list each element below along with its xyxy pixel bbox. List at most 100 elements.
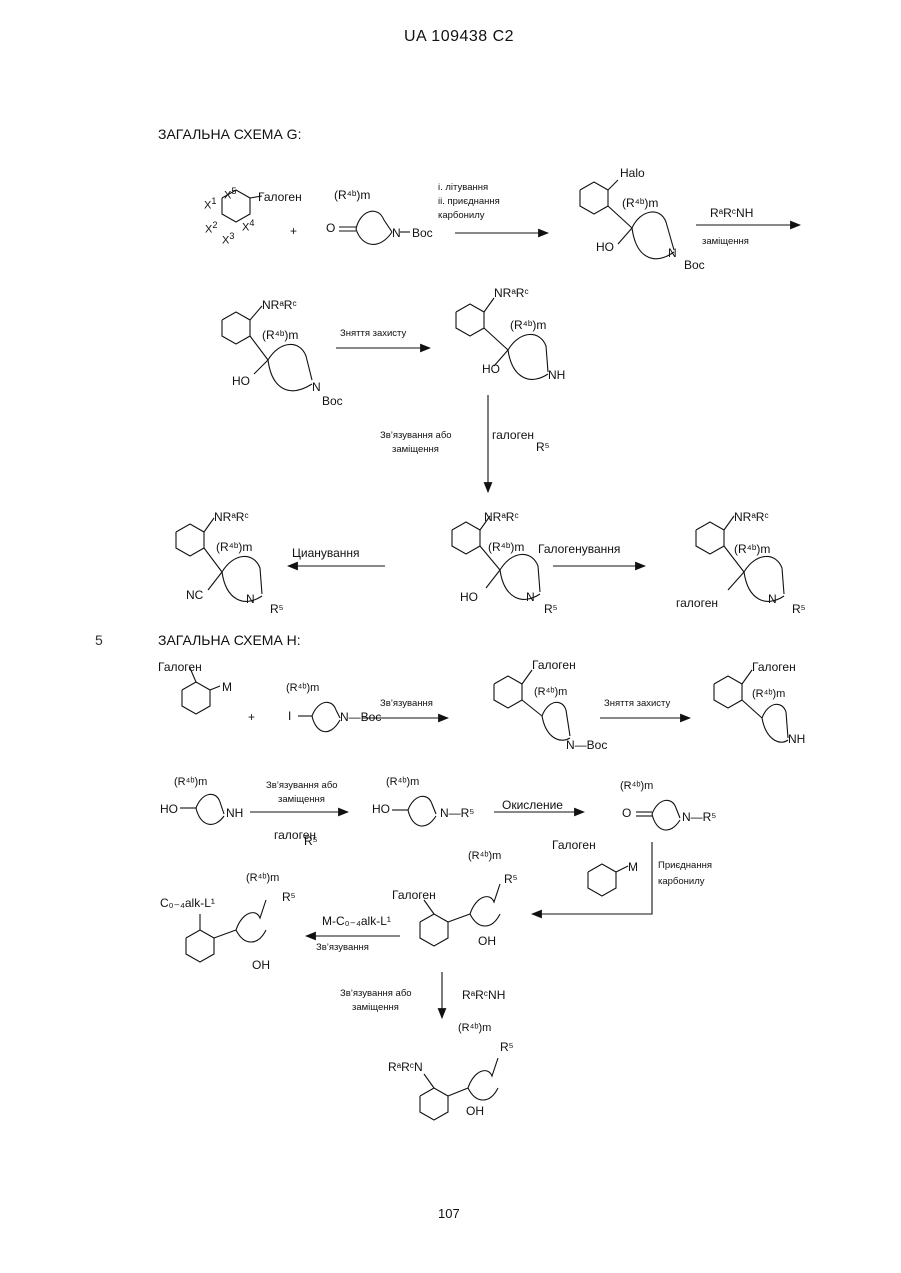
r4b-label: (R⁴ᵇ)m <box>334 188 370 202</box>
boc-label: Boc <box>322 394 343 408</box>
n-label: N <box>768 592 777 606</box>
halogenated-product <box>696 516 784 601</box>
h-hydroxy-azacycle <box>180 794 224 824</box>
rarcn-label: RᵃRᶜN <box>388 1060 423 1074</box>
halogen-label: Галоген <box>158 660 202 674</box>
cyanation-label: Цианування <box>292 546 360 560</box>
r4b-label: (R⁴ᵇ)m <box>216 540 252 554</box>
ho-label: HO <box>160 802 178 816</box>
step1-condition-2: ii. приєднання <box>438 196 500 208</box>
r4b-label: (R⁴ᵇ)m <box>262 328 298 342</box>
coupling-label: Зв’язування <box>316 942 369 954</box>
scheme-h-title: ЗАГАЛЬНА СХЕМА H: <box>158 632 301 648</box>
r4b-label: (R⁴ᵇ)m <box>534 686 567 698</box>
h-iodo-azacycle <box>298 702 340 731</box>
halogen-label: Галоген <box>258 190 302 204</box>
r4b-label: (R⁴ᵇ)m <box>286 682 319 694</box>
coupling-or-sub-2: заміщення <box>352 1002 399 1014</box>
coupling-label: Зв’язування <box>380 698 433 710</box>
x4-label: X4 <box>242 218 254 234</box>
plus-sign: + <box>290 224 297 238</box>
nrarc-label: NRᵃRᶜ <box>262 298 297 312</box>
r4b-label: (R⁴ᵇ)m <box>622 196 658 210</box>
nrarc-label: NRᵃRᶜ <box>494 286 529 300</box>
step1-condition-1: i. літування <box>438 182 488 194</box>
x3-label: X3 <box>222 231 234 247</box>
r4b-label: (R⁴ᵇ)m <box>386 776 419 788</box>
r5-label: R⁵ <box>282 890 296 904</box>
h-ketone <box>636 800 680 830</box>
nrarc-label: NRᵃRᶜ <box>734 510 769 524</box>
ho-label: HO <box>596 240 614 254</box>
halogen-label: Галоген <box>752 660 796 674</box>
r5-label: R⁵ <box>544 602 558 616</box>
r4b-label: (R⁴ᵇ)m <box>752 688 785 700</box>
nh-label: NH <box>226 806 243 820</box>
halo-label: Halo <box>620 166 645 180</box>
h-coupled-boc-product <box>494 670 570 740</box>
halogen-label: Галоген <box>392 888 436 902</box>
deprotected-amine <box>456 298 548 379</box>
halo-alcohol-product <box>580 180 674 259</box>
x1-label: X1 <box>204 196 216 212</box>
carbonyl-add-1: Приєднання <box>658 860 712 872</box>
deprotection-label: Зняття захисту <box>340 328 406 340</box>
step2-reagent: RᵃRᶜNH <box>710 206 753 220</box>
step4-reagent-r5: R⁵ <box>536 440 550 454</box>
n-label: N <box>312 380 321 394</box>
ho-label: HO <box>372 802 390 816</box>
m-label: M <box>628 860 638 874</box>
r4b-label: (R⁴ᵇ)m <box>246 872 279 884</box>
halogenation-label: Галогенування <box>538 542 620 556</box>
r5-label: R⁵ <box>304 834 318 848</box>
h-amine-product <box>420 1058 498 1120</box>
halogen-label: Галоген <box>552 838 596 852</box>
n-r5-label: N—R⁵ <box>682 810 716 824</box>
h-deprotected-product <box>714 670 788 742</box>
nrarc-label: NRᵃRᶜ <box>214 510 249 524</box>
o-label: O <box>326 221 335 235</box>
halogen-label: галоген <box>676 596 718 610</box>
nh-label: NH <box>548 368 565 382</box>
boc-label: Boc <box>412 226 433 240</box>
r5-label: R⁵ <box>270 602 284 616</box>
nc-label: NC <box>186 588 203 602</box>
step4-reagent: галоген <box>492 428 534 442</box>
amine-reagent: RᵃRᶜNH <box>462 988 505 1002</box>
line-number: 5 <box>95 632 103 648</box>
h-n-substituted-alcohol <box>392 796 436 826</box>
boc-label: N—Boc <box>566 738 607 752</box>
x2-label: X2 <box>205 220 217 236</box>
n-substituted-alcohol <box>452 516 540 599</box>
n-label: N <box>526 590 535 604</box>
ho-label: HO <box>460 590 478 604</box>
oh-label: OH <box>478 934 496 948</box>
plus-sign: + <box>248 710 255 724</box>
coupling-or-sub-1: Зв’язування або <box>266 780 338 792</box>
deprotection-label: Зняття захисту <box>604 698 670 710</box>
r5-label: R⁵ <box>792 602 806 616</box>
r5-label: R⁵ <box>500 1040 514 1054</box>
r4b-label: (R⁴ᵇ)m <box>620 780 653 792</box>
oh-label: OH <box>466 1104 484 1118</box>
r4b-label: (R⁴ᵇ)m <box>174 776 207 788</box>
n-label: N <box>392 226 401 240</box>
ho-label: HO <box>482 362 500 376</box>
o-label: O <box>622 806 631 820</box>
n-r5-label: N—R⁵ <box>440 806 474 820</box>
coupling-or-sub-1: Зв’язування або <box>340 988 412 1000</box>
page-number: 107 <box>438 1206 460 1221</box>
nh-label: NH <box>788 732 805 746</box>
r4b-label: (R⁴ᵇ)m <box>734 542 770 556</box>
oh-label: OH <box>252 958 270 972</box>
r4b-label: (R⁴ᵇ)m <box>458 1022 491 1034</box>
r4b-label: (R⁴ᵇ)m <box>468 850 501 862</box>
nrarc-label: NRᵃRᶜ <box>484 510 519 524</box>
h-aryl-metal-reagent <box>588 864 628 896</box>
r5-label: R⁵ <box>504 872 518 886</box>
carbonyl-add-2: карбонилу <box>658 876 705 888</box>
step4-label-1: Зв’язування або <box>380 430 452 442</box>
oxidation-label: Окисление <box>502 798 563 812</box>
x5-label: X5 <box>224 186 236 202</box>
coupling-or-sub-2: заміщення <box>278 794 325 806</box>
